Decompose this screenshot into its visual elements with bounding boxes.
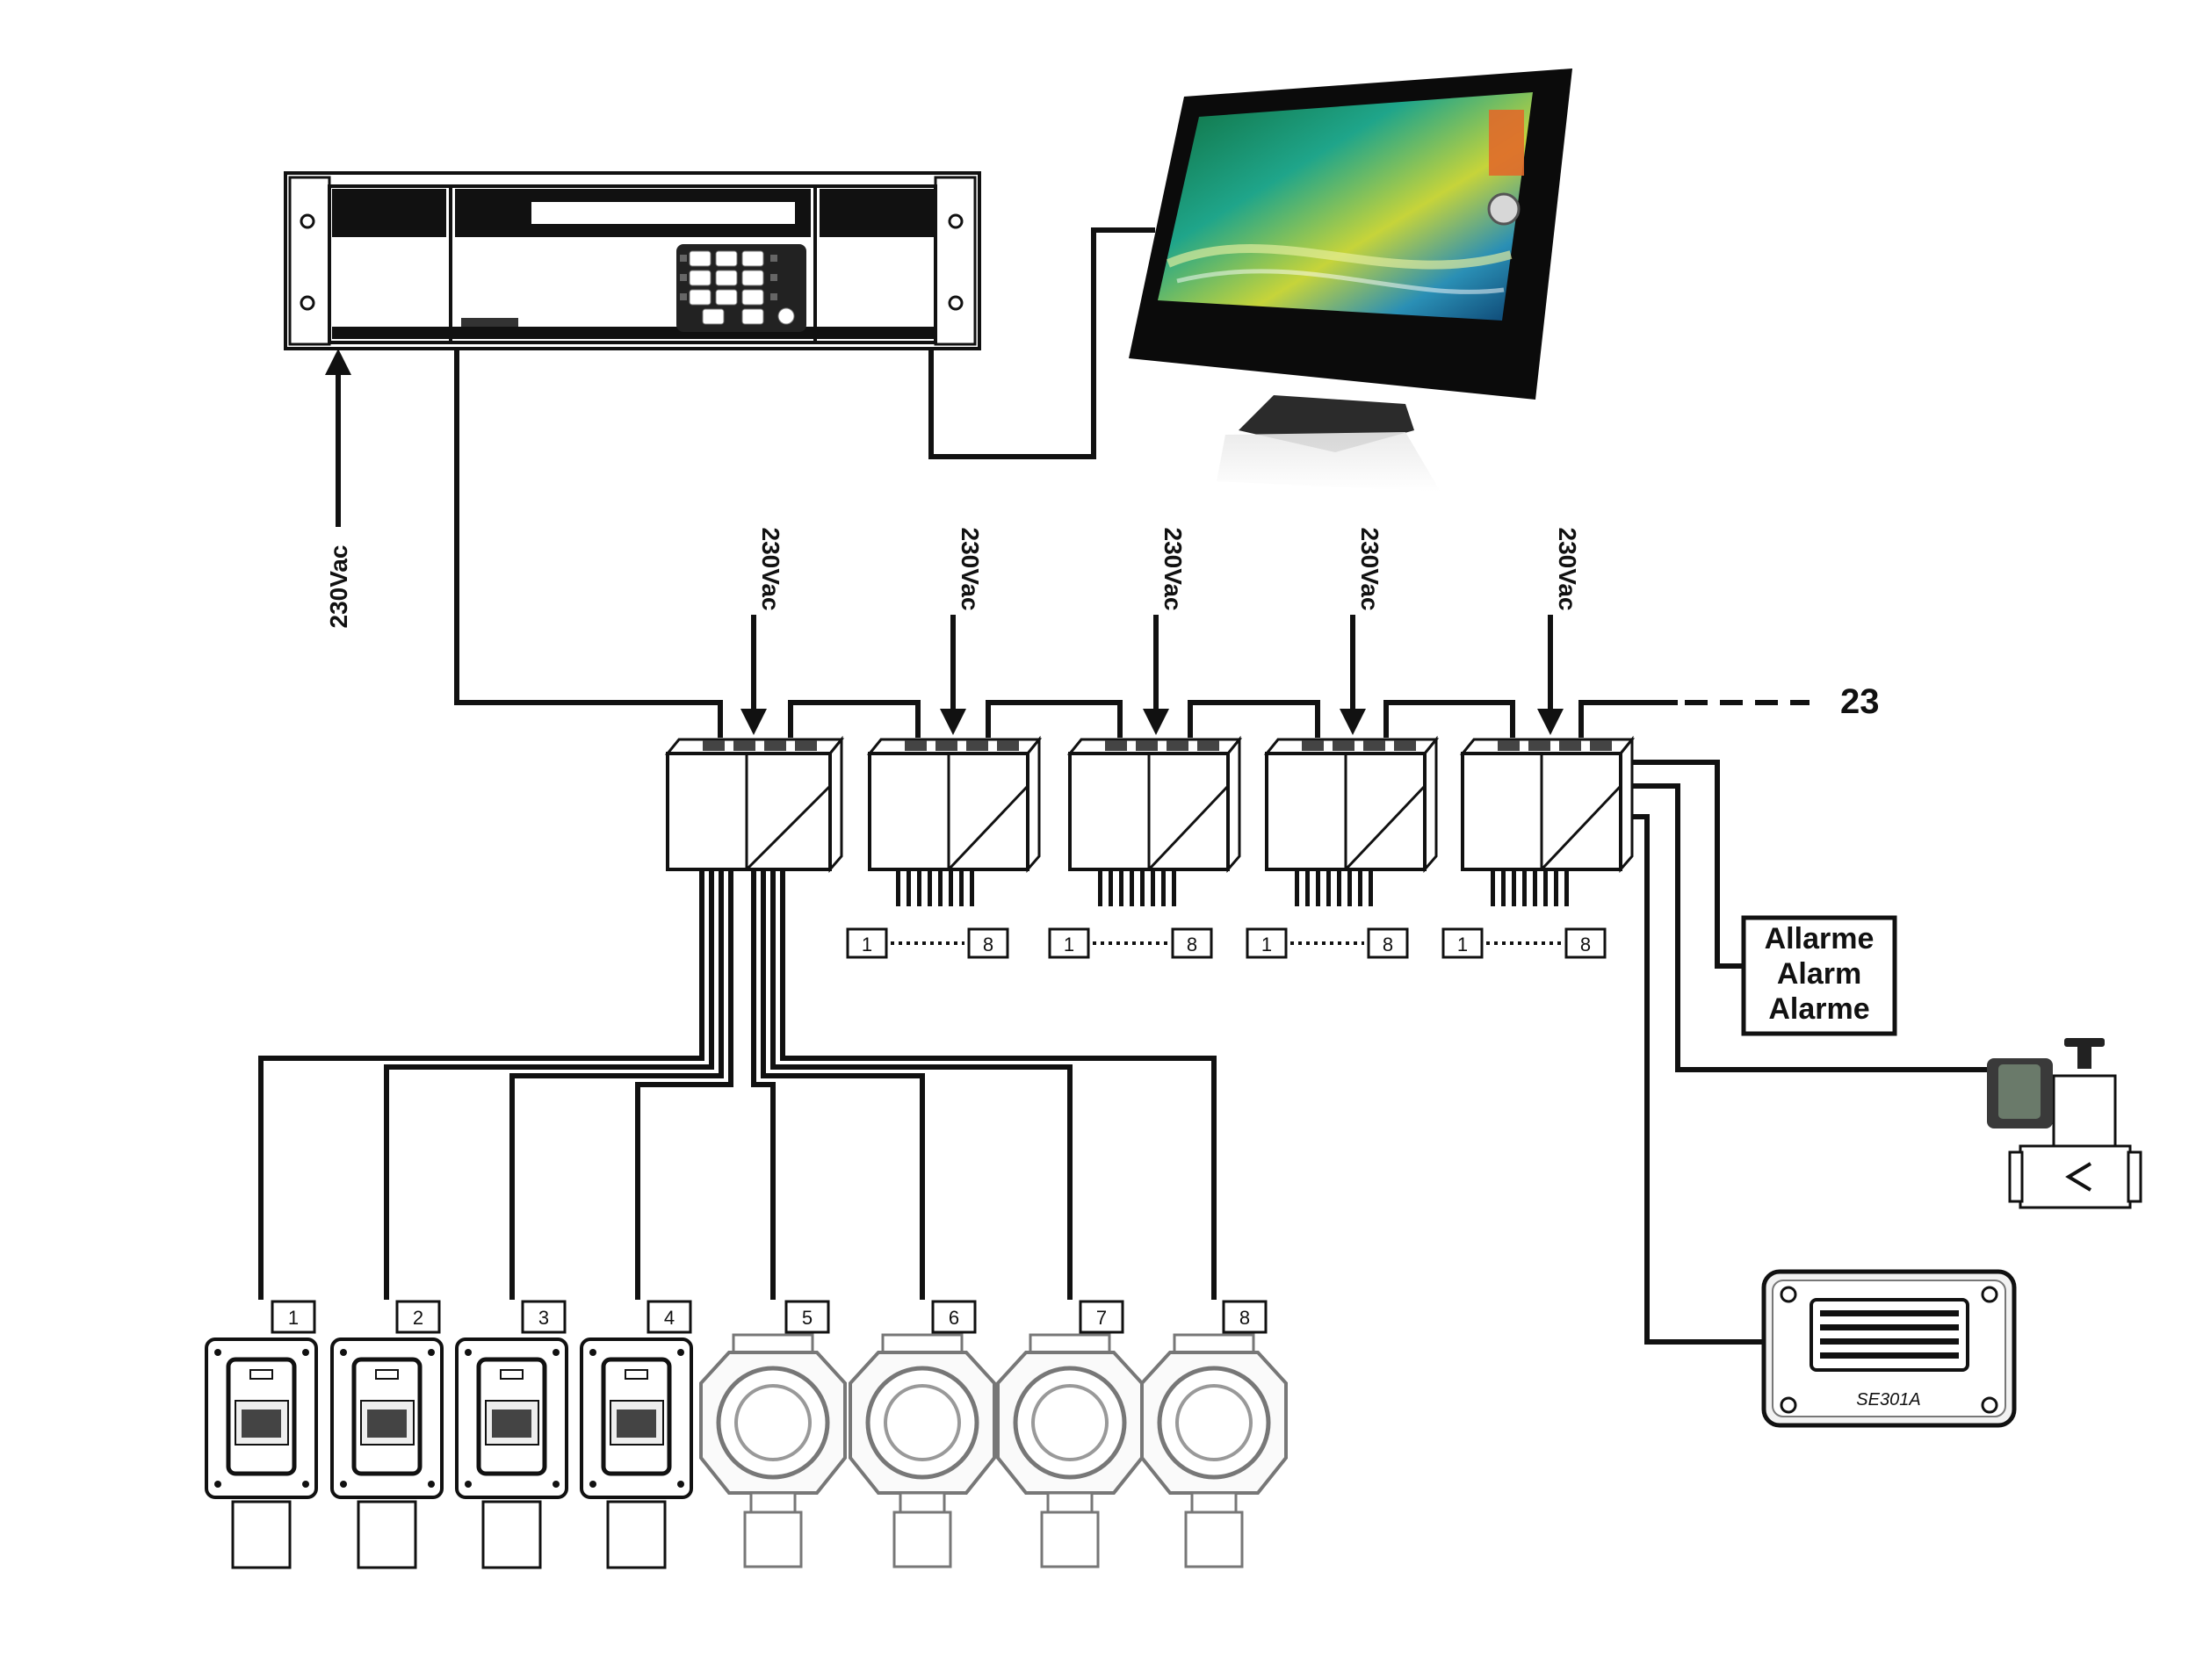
svg-text:8: 8 [1187,934,1197,955]
detector-3: 3 [455,1300,568,1569]
solenoid-valve [1987,1038,2142,1209]
io-module-3 [1066,735,1243,874]
detector-cables [258,869,1217,1300]
io-module-1 [664,735,845,874]
controller-pc-cable [928,227,1155,459]
module-3-supply-label: 230Vac [1159,528,1187,611]
detector-7: 7 [996,1300,1144,1568]
relay-range-4: 1 8 [1441,927,1607,959]
detector-number: 5 [802,1307,813,1329]
relay-range-3: 1 8 [1246,927,1409,959]
svg-text:8: 8 [1580,934,1591,955]
svg-text:1: 1 [1457,934,1468,955]
detector-6: 6 [849,1300,996,1568]
bus-link-1-2 [788,700,921,738]
module-5-supply-label: 230Vac [1554,528,1581,611]
relay-range-1: 1 8 [846,927,1009,959]
module-supply-arrows [740,615,1564,735]
io-module-4 [1263,735,1440,874]
alarm-label-fr: Alarme [1768,992,1869,1026]
detector-number: 1 [288,1307,299,1329]
bus-cable-main [454,350,723,738]
detector-8: 8 [1140,1300,1288,1568]
relay-terminals [896,869,1569,906]
siren: SE301A [1761,1269,2017,1428]
detector-number: 8 [1239,1307,1250,1329]
svg-text:8: 8 [983,934,993,955]
bus-link-4-5 [1383,700,1515,738]
pc-monitor [1129,68,1572,492]
detector-number: 2 [413,1307,423,1329]
io-module-5 [1459,735,1636,874]
svg-text:1: 1 [1064,934,1074,955]
bus-out [1578,700,1678,738]
svg-text:1: 1 [862,934,872,955]
relay-range-2: 1 8 [1048,927,1213,959]
io-module-2 [866,735,1043,874]
keypad [676,244,806,332]
siren-label: SE301A [1856,1390,1920,1410]
detector-number: 6 [949,1307,959,1329]
siren-output-cable [1632,814,1764,1345]
detector-number: 7 [1096,1307,1107,1329]
bus-link-2-3 [986,700,1123,738]
module-4-supply-label: 230Vac [1356,528,1383,611]
alarm-label-en: Alarm [1777,957,1861,991]
svg-text:8: 8 [1383,934,1393,955]
detector-2: 2 [330,1300,444,1569]
controller-supply-label: 230Vac [325,545,352,629]
detector-5: 5 [699,1300,847,1568]
svg-text:1: 1 [1261,934,1272,955]
bus-continuation-label: 23 [1840,682,1880,721]
module-1-supply-label: 230Vac [757,528,784,611]
detector-number: 3 [538,1307,549,1329]
control-unit [284,171,981,350]
alarm-box: Allarme Alarm Alarme [1741,915,1897,1036]
valve-output-cable [1632,783,1994,1072]
alarm-output-cable [1632,760,1744,969]
module-2-supply-label: 230Vac [957,528,984,611]
detector-4: 4 [580,1300,693,1569]
detector-number: 4 [664,1307,675,1329]
bus-link-3-4 [1188,700,1320,738]
alarm-label-it: Allarme [1765,922,1875,955]
detector-1: 1 [205,1300,318,1569]
